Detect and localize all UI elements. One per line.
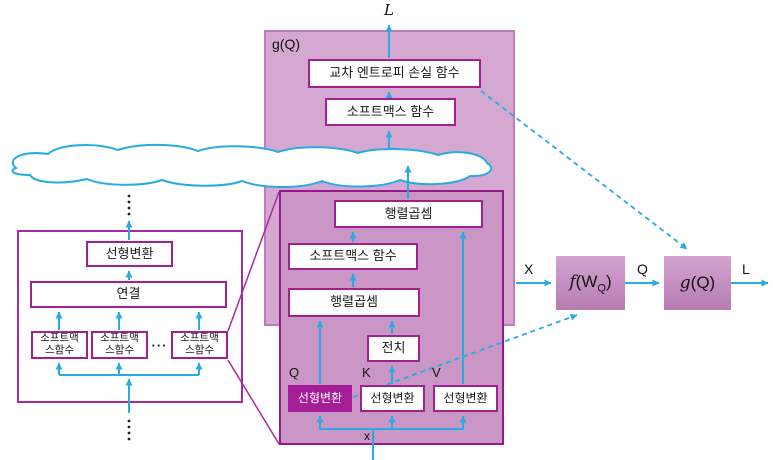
loss-output-label: L <box>384 1 394 19</box>
softmax-head-2-box: 소프트맥 스함수 <box>91 331 148 359</box>
linear-q-box: 선형변환 <box>288 385 352 412</box>
pipeline-l-label: L <box>742 261 750 277</box>
flow-arrows <box>55 24 769 460</box>
k-head-label: K <box>362 365 371 380</box>
gq-softmax-box: 소프트맥스 함수 <box>325 98 456 126</box>
attention-softmax-box: 소프트맥스 함수 <box>288 243 418 270</box>
q-head-label: Q <box>289 365 300 380</box>
heads-ellipsis: ··· <box>151 338 168 353</box>
cross-entropy-loss-box: 교차 엔트로피 손실 함수 <box>308 59 481 88</box>
pipeline-x-label: X <box>524 261 534 277</box>
g-q-label: g(Q) <box>679 273 716 293</box>
linear-k-box: 선형변환 <box>360 385 425 412</box>
softmax-head-n-box: 소프트맥 스함수 <box>171 331 228 359</box>
dashed-reference-arrows <box>352 90 688 398</box>
matmul-top-box: 행렬곱셈 <box>334 200 483 228</box>
f-wq-box: f(WQ) <box>556 256 625 310</box>
vertical-ellipsis-dots <box>127 194 131 441</box>
pipeline-q-label: Q <box>637 261 648 277</box>
input-x-label: x <box>364 429 370 443</box>
softmax-head-text: 스함수 <box>105 344 134 356</box>
concat-box: 연결 <box>30 281 227 308</box>
softmax-head-text: 스함수 <box>185 344 214 356</box>
matmul-bottom-box: 행렬곱셈 <box>288 288 420 317</box>
softmax-head-text: 소프트맥 <box>40 332 79 345</box>
transpose-box: 전치 <box>367 335 420 362</box>
f-wq-label: f(WQ) <box>569 271 612 295</box>
gq-panel-title: g(Q) <box>272 36 300 52</box>
multihead-linear-box: 선형변환 <box>86 241 173 267</box>
softmax-head-text: 소프트맥 <box>100 332 139 345</box>
softmax-head-text: 소프트맥 <box>180 332 219 345</box>
zoom-connector-lines <box>227 191 280 445</box>
cloud-shape <box>11 143 493 188</box>
v-head-label: V <box>432 365 441 380</box>
linear-v-box: 선형변환 <box>433 385 498 412</box>
softmax-head-text: 스함수 <box>45 344 74 356</box>
g-q-box: g(Q) <box>664 256 731 310</box>
softmax-head-1-box: 소프트맥 스함수 <box>31 331 88 359</box>
